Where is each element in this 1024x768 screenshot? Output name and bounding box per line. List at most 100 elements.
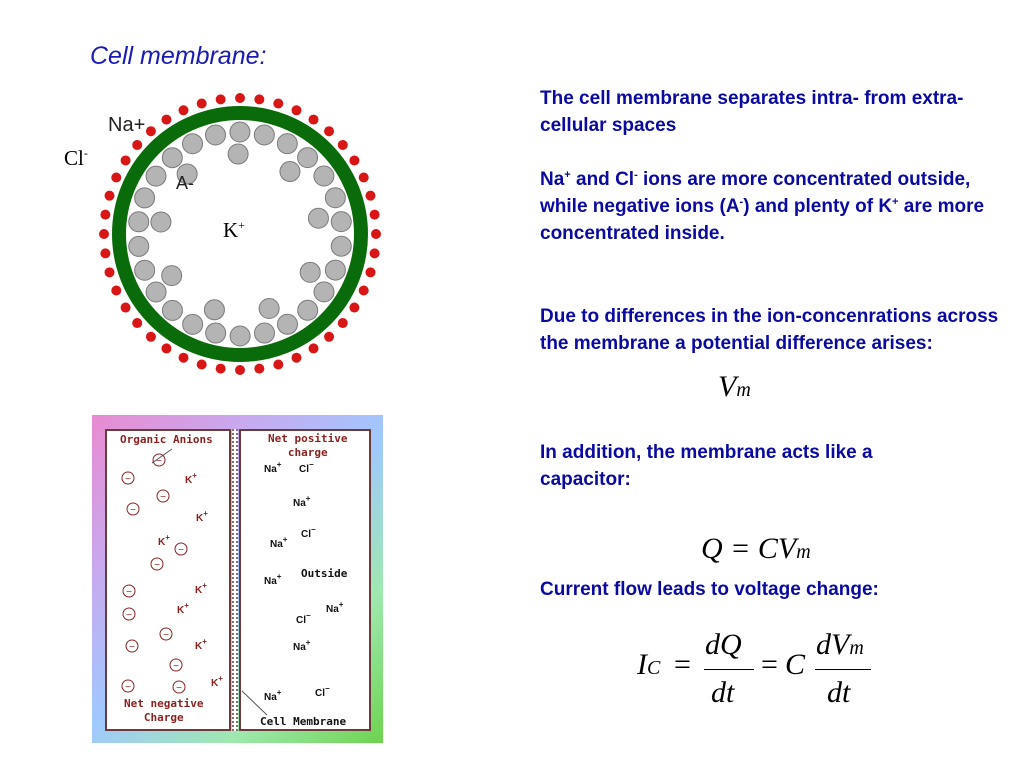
organic-anions-label: Organic Anions <box>120 433 213 446</box>
membrane-ring <box>112 106 368 362</box>
na-ion: Na+ <box>270 535 288 550</box>
k-ion: K+ <box>158 533 170 548</box>
extracellular-ion-dot <box>111 285 122 296</box>
capacitor-equation: Q = CVm <box>701 532 811 565</box>
extracellular-ion-dot <box>254 94 265 105</box>
svg-text:−: − <box>178 545 184 556</box>
extracellular-ion-dot <box>161 114 172 125</box>
extracellular-ion-dot <box>273 98 284 109</box>
intracellular-ion-dot <box>258 298 280 320</box>
intracellular-ions <box>128 121 352 347</box>
intracellular-ion-dot <box>205 322 227 344</box>
intracellular-ion-dot <box>299 261 321 283</box>
intracellular-ion-dot <box>227 143 249 165</box>
svg-text:−: − <box>160 492 166 503</box>
na-ion: Na+ <box>264 460 282 475</box>
extracellular-ion-dot <box>324 126 335 137</box>
intracellular-ion-dot <box>161 147 183 169</box>
svg-text:−: − <box>125 682 131 693</box>
anion-marker: − <box>159 627 173 641</box>
extracellular-ions <box>99 93 381 375</box>
extracellular-ion-dot <box>196 98 207 109</box>
extracellular-ion-dot <box>145 331 156 342</box>
intracellular-ion-dot <box>128 211 150 233</box>
para-separates: The cell membrane separates intra- from … <box>540 88 964 136</box>
vm-symbol: Vm <box>718 370 751 403</box>
k-label: K+ <box>223 218 245 242</box>
intracellular-ion-dot <box>182 133 204 155</box>
k-ion: K+ <box>195 581 207 596</box>
outside-label: Outside <box>301 567 348 580</box>
cl-ion: Cl− <box>299 460 314 475</box>
extracellular-ion-dot <box>215 94 226 105</box>
intracellular-ion-dot <box>330 235 352 257</box>
na-ion: Na+ <box>326 600 344 615</box>
na-ion: Na+ <box>293 638 311 653</box>
para-potential: Due to differences in the ion-concenrati… <box>540 306 999 354</box>
para-capacitor: In addition, the membrane acts like a ca… <box>540 442 873 490</box>
anion-marker: − <box>156 489 170 503</box>
extracellular-ion-dot <box>337 139 348 150</box>
extracellular-ion-dot <box>100 248 111 259</box>
intracellular-ion-dot <box>307 207 329 229</box>
intracellular-ion-dot <box>128 235 150 257</box>
na-ion: Na+ <box>293 494 311 509</box>
slide-title: Cell membrane: <box>90 42 267 70</box>
anion-marker: − <box>150 557 164 571</box>
extracellular-ion-dot <box>178 352 189 363</box>
anion-marker: − <box>126 502 140 516</box>
intracellular-ion-dot <box>176 163 198 185</box>
anion-marker: − <box>121 471 135 485</box>
svg-text:−: − <box>156 456 162 467</box>
anion-marker: − <box>174 542 188 556</box>
extracellular-ion-dot <box>111 172 122 183</box>
anion-marker: − <box>169 658 183 672</box>
anion-marker: − <box>121 679 135 693</box>
extracellular-ion-dot <box>100 209 111 220</box>
extracellular-ion-dot <box>104 190 115 201</box>
intracellular-ion-dot <box>161 265 183 287</box>
intracellular-ion-dot <box>229 121 251 143</box>
anion-marker: − <box>122 584 136 598</box>
extracellular-ion-dot <box>161 343 172 354</box>
cell-membrane-diagram: Na+ A- <box>99 93 381 375</box>
para-concentrations: Na+ and Cl- ions are more concentrated o… <box>540 169 985 244</box>
extracellular-ion-dot <box>178 105 189 116</box>
anion-marker: − <box>172 680 186 694</box>
intracellular-ion-dot <box>229 325 251 347</box>
extracellular-ion-dot <box>196 359 207 370</box>
extracellular-ion-dot <box>365 267 376 278</box>
ion-distribution-panel: −−−−−−−−−−−−−K+K+K+K+K+K+K+Na+Na+Na+Na+N… <box>92 415 383 743</box>
svg-text:−: − <box>126 587 132 598</box>
cl-ion: Cl− <box>315 684 330 699</box>
intracellular-ion-dot <box>279 161 301 183</box>
svg-text:−: − <box>130 505 136 516</box>
intracellular-ion-dot <box>182 313 204 335</box>
svg-text:−: − <box>163 630 169 641</box>
intracellular-ion-dot <box>253 322 275 344</box>
panel-contents: −−−−−−−−−−−−−K+K+K+K+K+K+K+Na+Na+Na+Na+N… <box>121 448 344 716</box>
extracellular-ion-dot <box>308 343 319 354</box>
k-ion: K+ <box>195 637 207 652</box>
svg-text:−: − <box>129 642 135 653</box>
intracellular-ion-dot <box>324 187 346 209</box>
svg-text:−: − <box>173 661 179 672</box>
extracellular-ion-dot <box>104 267 115 278</box>
extracellular-ion-dot <box>99 229 109 239</box>
extracellular-ion-dot <box>291 105 302 116</box>
extracellular-ion-dot <box>291 352 302 363</box>
panel-right-box <box>239 429 371 731</box>
intracellular-ion-dot <box>134 187 156 209</box>
intracellular-ion-dot <box>145 165 167 187</box>
intracellular-ion-dot <box>203 299 225 321</box>
intracellular-ion-dot <box>134 259 156 281</box>
intracellular-ion-dot <box>161 299 183 321</box>
panel-membrane <box>232 429 238 731</box>
extracellular-ion-dot <box>358 172 369 183</box>
cl-ion: Cl− <box>301 525 316 540</box>
intracellular-ion-dot <box>276 133 298 155</box>
intracellular-ion-dot <box>297 299 319 321</box>
para-current: Current flow leads to voltage change: <box>540 579 879 600</box>
